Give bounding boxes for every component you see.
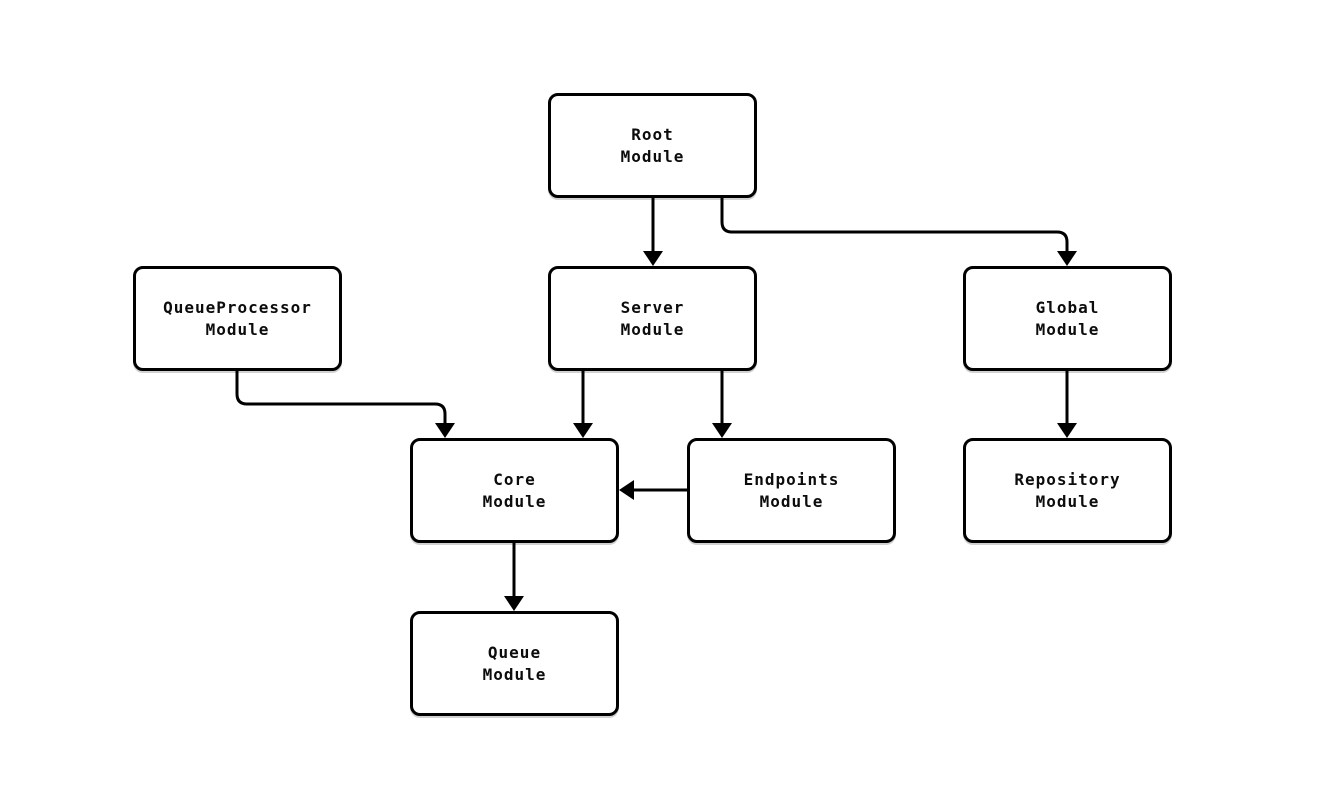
node-label-line: Core xyxy=(493,469,536,489)
node-queueprocessor-module: QueueProcessor Module xyxy=(133,266,342,371)
node-label-line: QueueProcessor xyxy=(163,297,312,317)
node-label-line: Server xyxy=(620,297,685,317)
edge-queueprocessor-to-core xyxy=(235,371,455,438)
node-label-line: Endpoints xyxy=(743,469,840,489)
node-label-line: Global xyxy=(1035,297,1100,317)
node-label-line: Root xyxy=(631,124,674,144)
node-label-line: Module xyxy=(1035,319,1100,339)
node-label-line: Module xyxy=(482,491,547,511)
node-label-line: Module xyxy=(759,491,824,511)
node-root-module: Root Module xyxy=(548,93,757,198)
node-label-line: Module xyxy=(1035,491,1100,511)
node-server-module: Server Module xyxy=(548,266,757,371)
node-label-line: Queue xyxy=(487,642,542,662)
node-endpoints-module: Endpoints Module xyxy=(687,438,896,543)
node-label-line: Module xyxy=(205,319,270,339)
node-repository-module: Repository Module xyxy=(963,438,1172,543)
node-core-module: Core Module xyxy=(410,438,619,543)
edge-root-to-global xyxy=(720,198,1077,266)
node-label-line: Module xyxy=(482,664,547,684)
node-label-line: Module xyxy=(620,146,685,166)
node-label-line: Module xyxy=(620,319,685,339)
node-label-line: Repository xyxy=(1014,469,1121,489)
node-global-module: Global Module xyxy=(963,266,1172,371)
node-queue-module: Queue Module xyxy=(410,611,619,716)
